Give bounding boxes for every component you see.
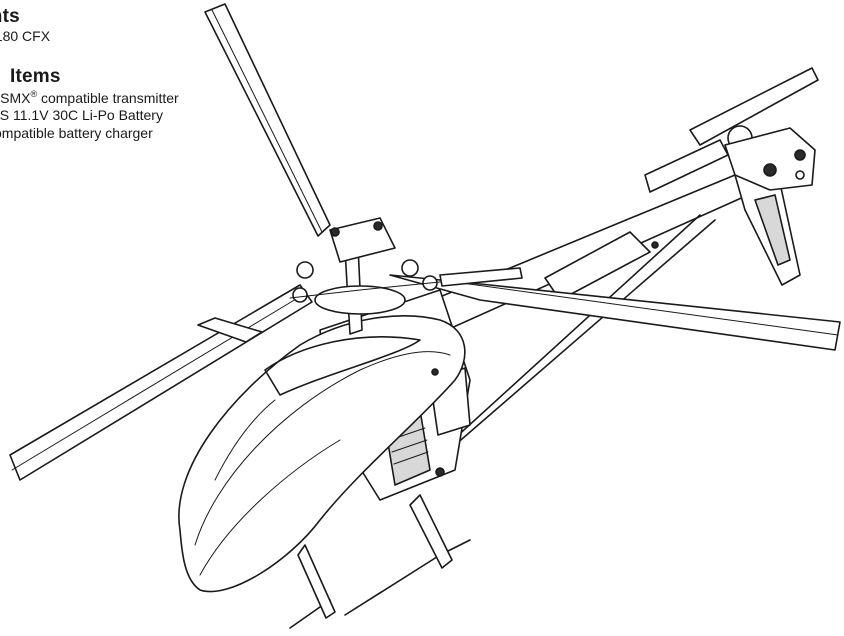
rotor-head xyxy=(329,217,396,263)
boom-strut-upper xyxy=(439,219,716,459)
tail-fin-panel xyxy=(754,194,791,266)
flybar-paddle-right xyxy=(439,267,523,287)
canopy-trim-line xyxy=(194,351,451,546)
head-ball-link-3 xyxy=(292,287,308,303)
tail-rotor-blade-upper xyxy=(689,67,819,146)
canopy-window xyxy=(264,336,421,396)
required-item-rest: compatible transmitter xyxy=(37,90,179,106)
flybar-paddle-left xyxy=(197,317,263,343)
box-contents-item: io 180 CFX xyxy=(0,28,51,44)
required-item-charger: ompatible battery charger xyxy=(0,125,153,141)
registered-mark: ® xyxy=(30,89,38,99)
required-item-transmitter: DSMX® compatible transmitter xyxy=(0,89,179,106)
head-ball-link-2 xyxy=(401,259,419,277)
canopy xyxy=(178,315,466,593)
landing-strut-rear xyxy=(409,494,453,569)
main-rotor-blade-rear xyxy=(204,3,331,237)
landing-strut-front xyxy=(297,544,336,619)
blade-edge-line xyxy=(211,9,323,233)
boom-strut-lower xyxy=(419,214,701,471)
required-item-text: DSMX xyxy=(0,90,31,106)
landing-skid-rear xyxy=(344,539,471,616)
box-contents-heading: ents xyxy=(0,6,20,27)
required-items-heading: Items xyxy=(10,66,61,87)
required-item-battery: 3S 11.1V 30C Li-Po Battery xyxy=(0,107,163,123)
tail-gearbox xyxy=(724,127,816,191)
head-ball-link-1 xyxy=(296,261,314,279)
